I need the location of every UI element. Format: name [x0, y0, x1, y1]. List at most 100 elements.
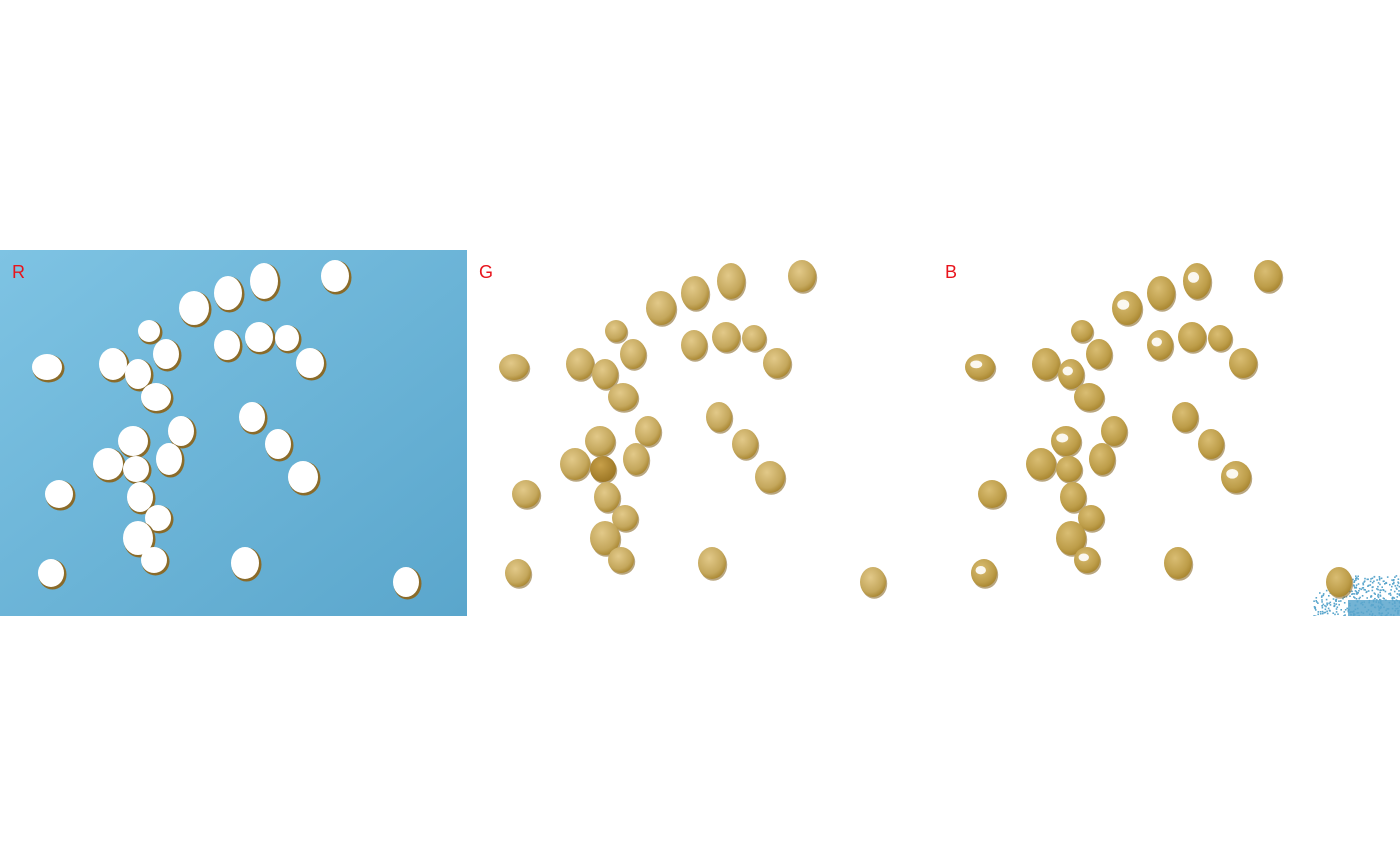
speckle	[1398, 593, 1400, 596]
seed-mask	[214, 330, 240, 360]
seed-mask	[141, 383, 171, 411]
speckle	[1315, 600, 1317, 602]
speckle	[1392, 582, 1395, 585]
speckle	[1374, 598, 1376, 600]
seed	[590, 521, 620, 555]
seed	[1164, 547, 1192, 579]
green-channel-image	[467, 250, 934, 616]
speckle	[1371, 581, 1374, 584]
speckle	[1338, 603, 1340, 606]
speckle	[1367, 584, 1370, 587]
glare-highlight	[1187, 272, 1200, 283]
speckle	[1376, 588, 1378, 590]
blue-patch	[1348, 600, 1400, 616]
speckle	[1397, 578, 1400, 580]
speckle	[1335, 608, 1338, 610]
speckle	[1384, 583, 1386, 585]
speckle	[1379, 589, 1381, 591]
blue-speckle-region	[1313, 575, 1400, 616]
speckle	[1338, 600, 1340, 602]
speckle	[1322, 594, 1325, 597]
speckle	[1383, 580, 1385, 582]
speckle	[1359, 596, 1361, 599]
speckle	[1352, 593, 1354, 595]
seed	[742, 325, 766, 351]
speckle	[1371, 589, 1374, 592]
speckle	[1379, 583, 1381, 586]
speckle	[1355, 577, 1357, 580]
speckle	[1385, 582, 1388, 584]
speckle	[1372, 586, 1374, 588]
seed	[635, 416, 661, 446]
speckle	[1367, 590, 1370, 592]
speckle	[1355, 587, 1358, 589]
speckle	[1321, 599, 1323, 601]
speckle	[1356, 593, 1358, 595]
speckle	[1358, 590, 1360, 592]
seed	[717, 263, 745, 299]
speckle	[1370, 578, 1372, 580]
speckle	[1337, 613, 1339, 615]
speckle	[1391, 585, 1393, 588]
speckle	[1388, 593, 1390, 595]
seed-mask	[32, 354, 62, 380]
speckle	[1377, 588, 1379, 591]
speckle	[1384, 590, 1387, 593]
seed	[623, 443, 649, 475]
seed	[732, 429, 758, 459]
panel-label-b: B	[945, 262, 958, 282]
seed	[590, 456, 616, 482]
seed-mask	[145, 505, 171, 531]
seed	[592, 359, 618, 389]
seed-mask	[275, 325, 299, 351]
seed	[712, 322, 740, 352]
panel-label-g: G	[479, 262, 494, 282]
speckle	[1325, 605, 1327, 608]
seed	[1198, 429, 1224, 459]
seed	[1172, 402, 1198, 432]
speckle	[1324, 604, 1326, 607]
speckle	[1343, 602, 1346, 604]
speckle	[1373, 592, 1376, 594]
seed-mask	[288, 461, 318, 493]
speckle	[1313, 615, 1315, 616]
speckle	[1334, 613, 1336, 616]
seed	[1086, 339, 1112, 369]
speckle	[1377, 596, 1380, 599]
seed	[608, 547, 634, 573]
glare-highlight	[1078, 553, 1089, 562]
speckle	[1378, 576, 1381, 578]
seed	[1101, 416, 1127, 446]
seed-mask	[123, 521, 153, 555]
speckle	[1362, 582, 1364, 585]
speckle	[1353, 587, 1356, 589]
speckle	[1358, 597, 1360, 600]
blue-channel-image	[933, 250, 1400, 616]
speckle	[1322, 593, 1325, 595]
seed-mask	[153, 339, 179, 369]
seed-mask	[245, 322, 273, 352]
seed	[860, 567, 886, 597]
speckle	[1326, 602, 1328, 604]
seed	[681, 330, 707, 360]
speckle	[1373, 580, 1375, 583]
speckle	[1340, 609, 1342, 611]
speckle	[1324, 608, 1327, 611]
speckle	[1382, 589, 1385, 592]
seed	[1056, 521, 1086, 555]
seed-mask	[127, 482, 153, 512]
seed-mask	[38, 559, 64, 587]
speckle	[1319, 613, 1322, 615]
speckle	[1352, 578, 1354, 581]
glare-highlight	[1117, 299, 1130, 310]
speckle	[1378, 578, 1381, 581]
speckle	[1394, 576, 1396, 578]
speckle	[1389, 583, 1391, 586]
speckle	[1333, 604, 1336, 607]
speckle	[1327, 607, 1330, 610]
red-channel-panel: R	[0, 250, 467, 616]
speckle	[1325, 598, 1328, 601]
speckle	[1321, 610, 1324, 613]
speckle	[1366, 578, 1369, 581]
speckle	[1326, 610, 1328, 613]
